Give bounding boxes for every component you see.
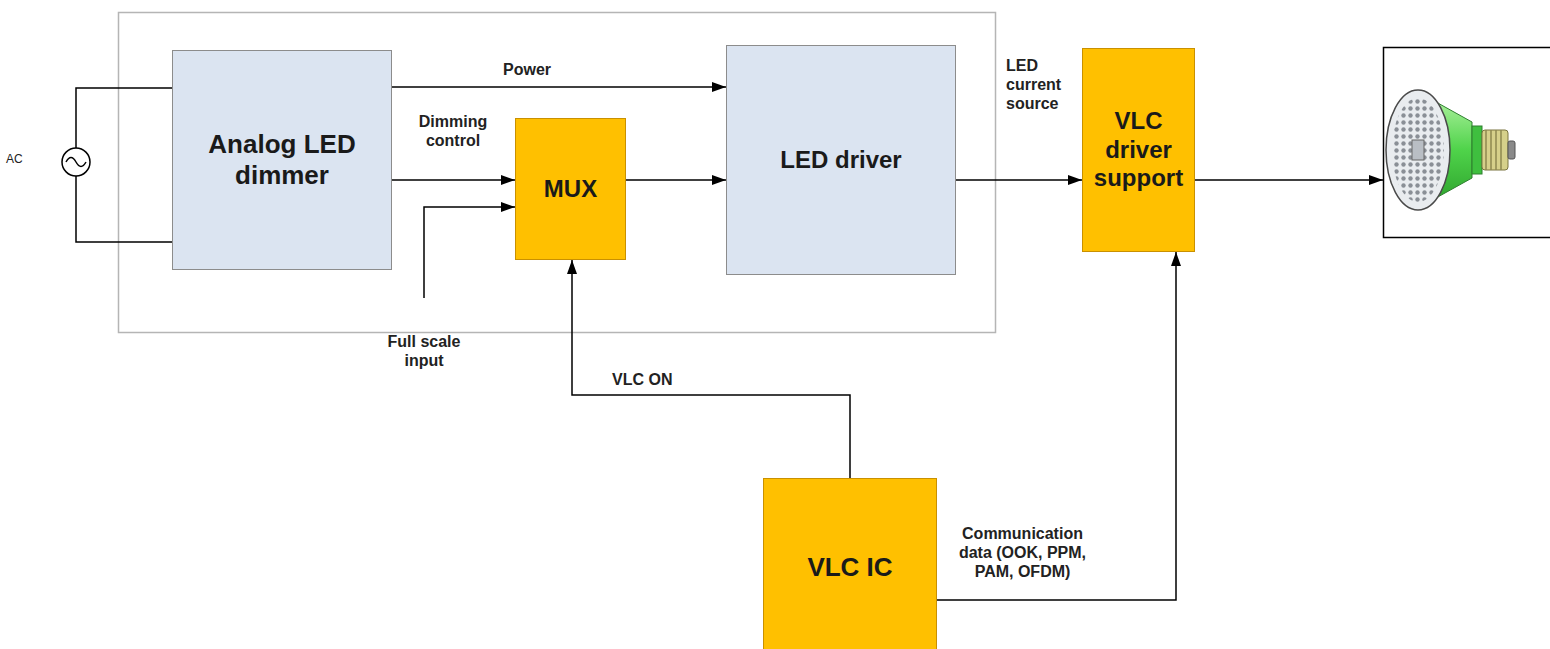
- lamp-illustration: [1384, 48, 1550, 238]
- input-label: Full scale input: [379, 332, 469, 370]
- ac-source: [62, 88, 172, 242]
- mux-box: MUX: [515, 118, 626, 260]
- edge-label: VLC ON: [612, 370, 692, 389]
- signal-arrow: [937, 252, 1176, 600]
- edge-label: Power: [482, 60, 572, 79]
- full-scale-wire: [424, 207, 515, 298]
- signal-arrow: [392, 86, 726, 88]
- group-outline: [119, 13, 996, 333]
- dimmer-box: Analog LED dimmer: [172, 50, 392, 270]
- source-label: AC: [6, 152, 36, 166]
- node-title: LED driver: [780, 146, 901, 175]
- signal-arrow: [626, 179, 726, 181]
- signal-arrow: [572, 260, 850, 478]
- node-title: VLC IC: [807, 552, 892, 583]
- edge-label: Dimming control: [398, 112, 508, 150]
- vlc-support-box: VLC driver support: [1082, 48, 1195, 252]
- driver-box: LED driver: [726, 45, 956, 275]
- node-title: MUX: [544, 175, 597, 204]
- signal-arrow: [956, 179, 1082, 181]
- vlc-ic-box: VLC IC: [763, 478, 937, 649]
- node-title: VLC driver support: [1091, 107, 1186, 193]
- edge-label: LED current source: [1006, 56, 1072, 114]
- edge-label: Communication data (OOK, PPM, PAM, OFDM): [950, 524, 1095, 582]
- node-title: Analog LED dimmer: [187, 129, 377, 191]
- lamp-wire: [1193, 179, 1383, 181]
- signal-arrow: [392, 179, 515, 181]
